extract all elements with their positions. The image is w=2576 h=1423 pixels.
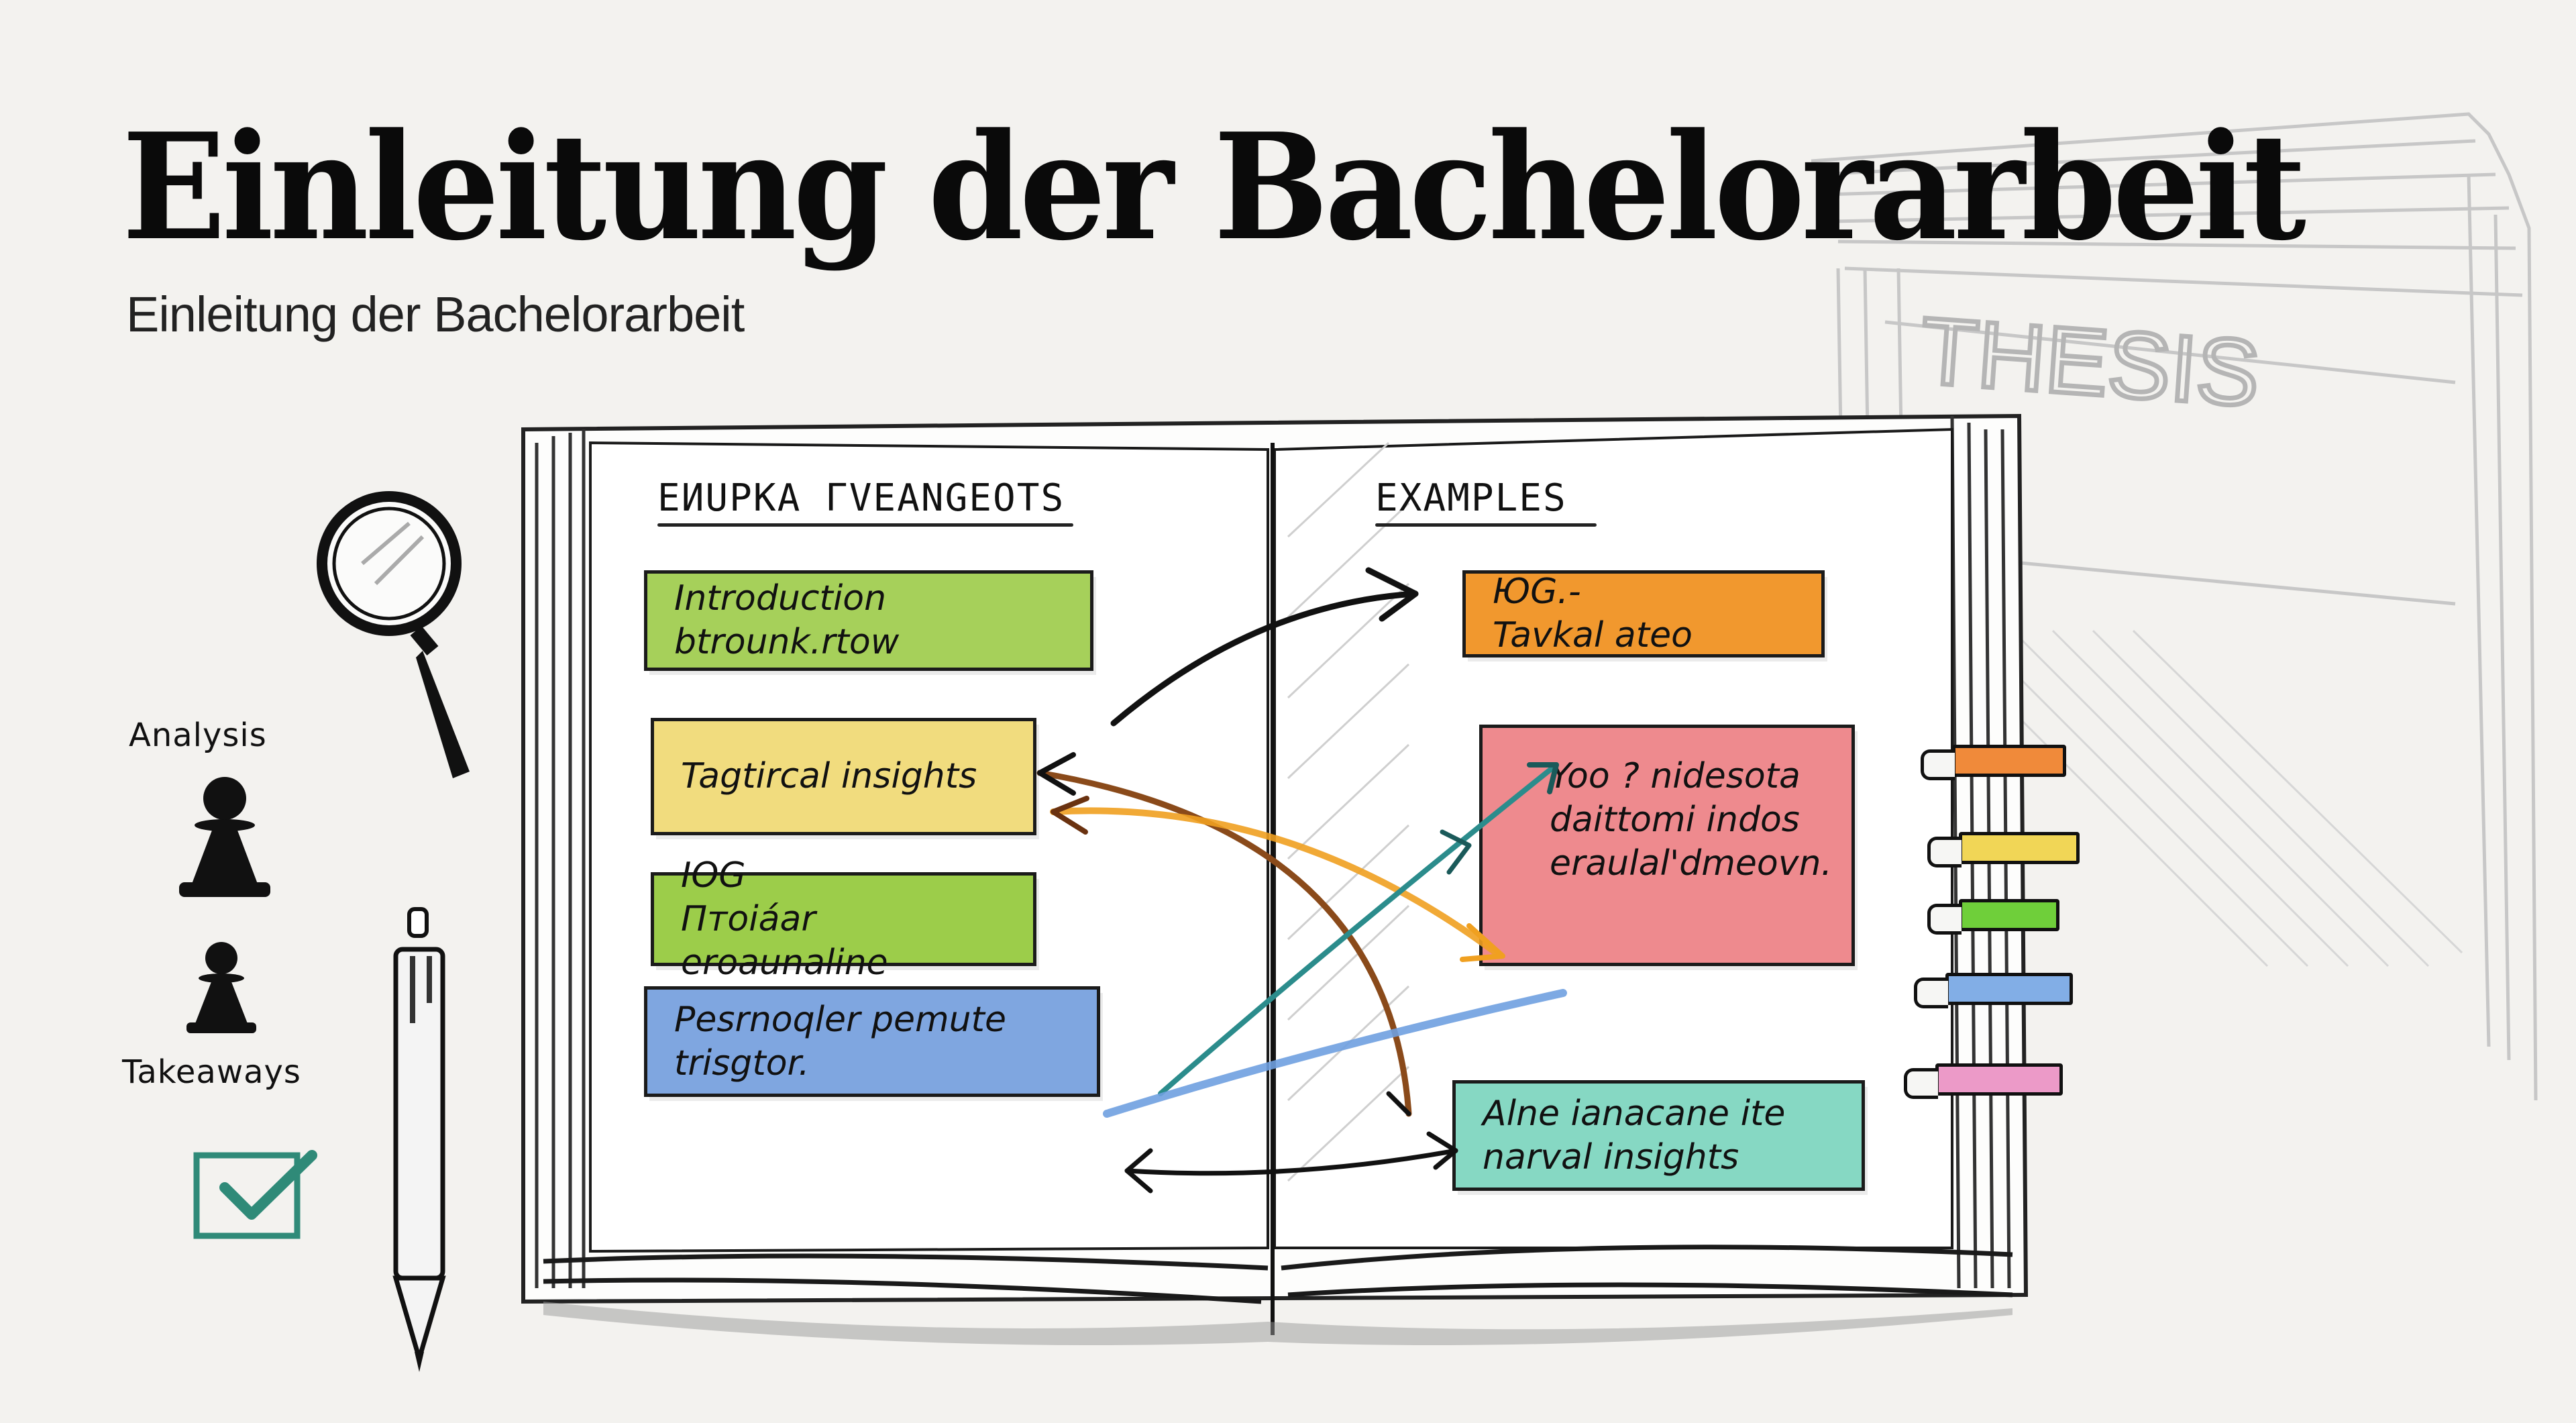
notebook: EИUPKA ГVEANGEOTS EXAMPLES Introduction … (517, 403, 2033, 1355)
left-heading-underline (657, 523, 1073, 527)
takeaways-label: Takeaways (122, 1053, 301, 1091)
right-heading-underline (1375, 523, 1597, 527)
background-thesis-book-icon: THESIS (1811, 112, 2538, 1101)
checkbox-check-icon[interactable] (191, 1147, 325, 1261)
thesis-cover-text: THESIS (1917, 297, 2263, 426)
note-text-line-1: ЮG.- (1493, 572, 1581, 612)
note-text-line-1: IOG (681, 855, 746, 896)
tab-blue[interactable] (1914, 973, 2073, 1008)
right-page-heading: EXAMPLES (1375, 476, 1567, 520)
note-text-line-1: Yoo ? nidesota (1550, 756, 1801, 796)
tab-green[interactable] (1927, 899, 2059, 935)
page-subtitle: Einleitung der Bachelorarbeit (126, 286, 745, 342)
note-card-yellow[interactable]: Tagtircal insights (651, 718, 1036, 835)
connector-arrows-icon (1036, 567, 1567, 1194)
pawn-icon (179, 777, 270, 897)
note-card-blue[interactable]: Pesrnoqler pemute trisgtor. (644, 986, 1100, 1097)
bookmark-tabs (1904, 731, 2080, 1134)
note-text-line-2: narval insights (1483, 1137, 1739, 1177)
note-text-line-2: Птoiáar eroaunaline (681, 898, 888, 983)
tab-orange[interactable] (1921, 745, 2066, 780)
note-card-green-2[interactable]: IOG Птoiáar eroaunaline (651, 855, 1036, 983)
note-text-line-2: Tavkal ateo (1493, 615, 1693, 655)
note-card-teal[interactable]: Alne ianacane ite narval insights (1452, 1080, 1865, 1191)
note-text: Tagtircal insights (681, 756, 977, 796)
analysis-label: Analysis (129, 717, 267, 754)
note-text: Pesrnoqler pemute trisgtor. (674, 999, 1006, 1084)
pawn-icon (186, 942, 256, 1033)
note-text-line-1: Alne ianacane ite (1483, 1093, 1786, 1134)
left-page-heading: EИUPKA ГVEANGEOTS (657, 476, 1065, 520)
note-text: Introduction btrounk.rtow (674, 578, 900, 662)
page-title: Einleitung der Bachelorarbeit (122, 101, 2306, 273)
note-text-line-3: eraulal'dmeovn. (1550, 843, 1832, 884)
tab-yellow[interactable] (1927, 832, 2080, 867)
note-card-orange[interactable]: ЮG.- Tavkal ateo (1462, 570, 1825, 657)
magnifying-glass-icon (317, 491, 470, 778)
note-text-line-2: daittomi indos (1550, 800, 1800, 840)
tab-pink[interactable] (1904, 1063, 2063, 1099)
pen-icon (392, 907, 446, 1372)
note-card-green[interactable]: Introduction btrounk.rtow (644, 570, 1093, 671)
